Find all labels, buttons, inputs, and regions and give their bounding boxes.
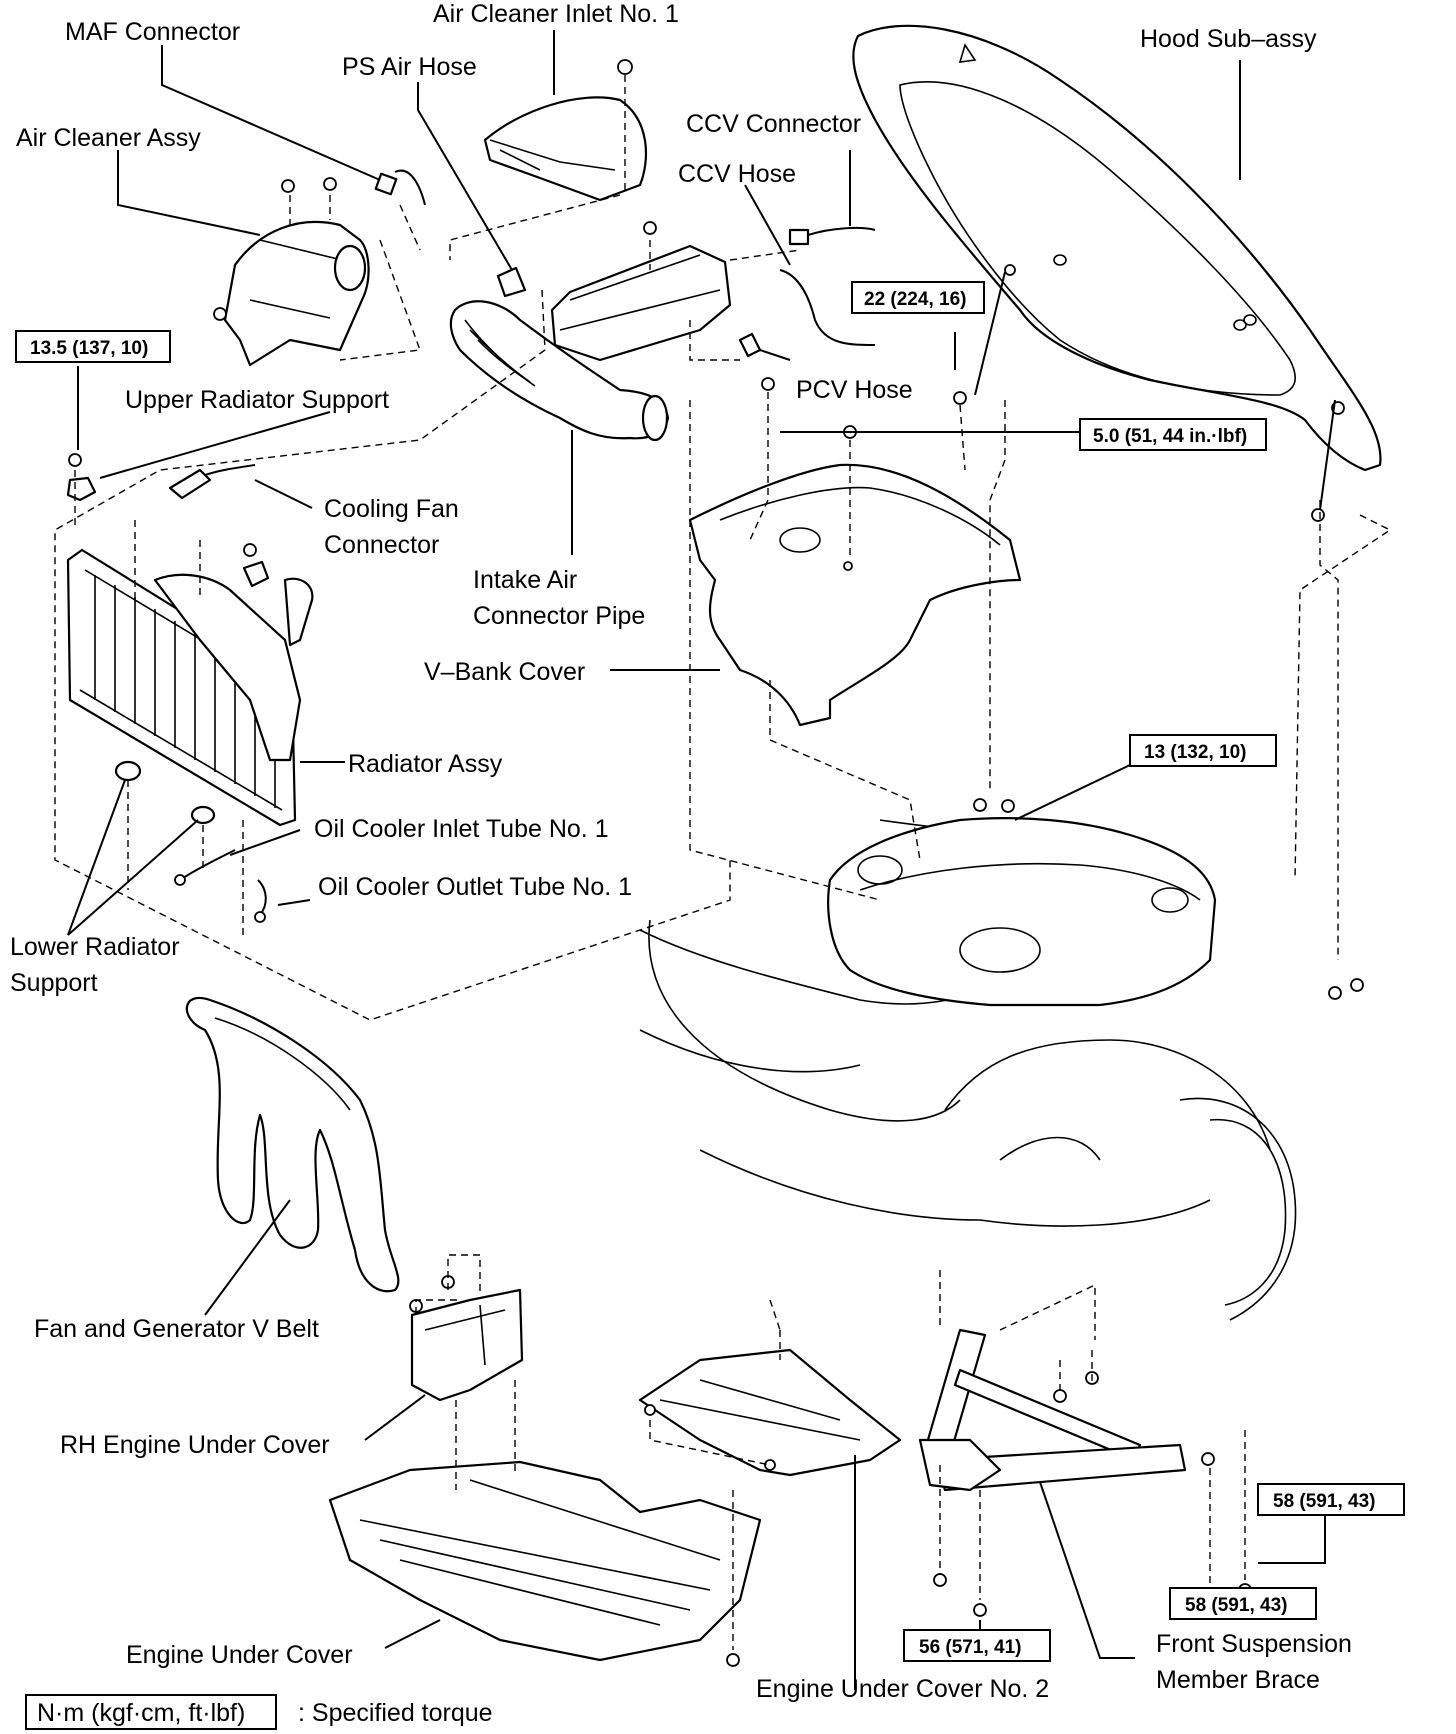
label-oil-cooler-inlet: Oil Cooler Inlet Tube No. 1 xyxy=(314,815,609,843)
maf-connector xyxy=(374,169,426,206)
torque-56: 56 (571, 41) xyxy=(919,1637,1021,1658)
air-cleaner-case xyxy=(550,221,732,362)
label-intake-air-1: Intake Air xyxy=(473,566,577,594)
label-engine-under-cover: Engine Under Cover xyxy=(126,1641,353,1669)
label-v-bank-cover: V–Bank Cover xyxy=(424,658,585,686)
label-rh-engine-under-cover: RH Engine Under Cover xyxy=(60,1431,330,1459)
ccv-hose xyxy=(779,269,876,346)
air-cleaner-inlet xyxy=(483,59,648,202)
engine-under-cover xyxy=(328,1460,762,1667)
torque-58-lower: 58 (591, 43) xyxy=(1185,1595,1287,1616)
label-front-suspension-1: Front Suspension xyxy=(1156,1630,1352,1658)
label-cooling-fan-1: Cooling Fan xyxy=(324,495,459,523)
engine-assembly xyxy=(827,798,1217,1007)
label-lower-radiator-1: Lower Radiator xyxy=(10,933,180,961)
label-cooling-fan-2: Connector xyxy=(324,531,439,559)
pcv-hose xyxy=(738,332,775,391)
torque-legend: N·m (kgf·cm, ft·lbf) : Specified torque xyxy=(25,1694,493,1730)
assembly-dashed-lines xyxy=(54,75,1392,1650)
label-maf-connector: MAF Connector xyxy=(65,18,240,46)
engine-under-cover-no2 xyxy=(638,1348,902,1477)
label-ccv-hose: CCV Hose xyxy=(678,160,796,188)
label-pcv-hose: PCV Hose xyxy=(796,376,913,404)
label-engine-under-cover-2: Engine Under Cover No. 2 xyxy=(756,1675,1049,1703)
label-intake-air-2: Connector Pipe xyxy=(473,602,645,630)
torque-spec-boxes: 13.5 (137, 10) 22 (224, 16) 5.0 (51, 44 … xyxy=(15,281,1405,1662)
radiator-assy xyxy=(66,548,314,827)
torque-58-right: 58 (591, 43) xyxy=(1273,1491,1375,1512)
part-labels: MAF Connector Air Cleaner Inlet No. 1 PS… xyxy=(10,0,1352,1703)
label-air-cleaner-assy: Air Cleaner Assy xyxy=(16,124,201,152)
air-cleaner-assy xyxy=(213,177,370,367)
torque-22: 22 (224, 16) xyxy=(864,289,966,310)
torque-13-5: 13.5 (137, 10) xyxy=(30,338,148,359)
label-lower-radiator-2: Support xyxy=(10,969,98,997)
legend-meaning: : Specified torque xyxy=(298,1699,493,1727)
label-fan-generator-belt: Fan and Generator V Belt xyxy=(34,1315,319,1343)
fan-generator-v-belt xyxy=(185,997,400,1293)
hood-support-rods xyxy=(953,271,1336,522)
v-bank-cover xyxy=(688,425,1022,727)
label-oil-cooler-outlet: Oil Cooler Outlet Tube No. 1 xyxy=(318,873,632,901)
label-upper-radiator-support: Upper Radiator Support xyxy=(125,386,389,414)
label-ccv-connector: CCV Connector xyxy=(686,110,861,138)
cooling-fan-connector xyxy=(168,464,256,500)
label-front-suspension-2: Member Brace xyxy=(1156,1666,1320,1694)
label-ps-air-hose: PS Air Hose xyxy=(342,53,477,81)
label-hood-sub-assy: Hood Sub–assy xyxy=(1140,25,1317,53)
oil-cooler-inlet-tube xyxy=(174,849,236,886)
intake-air-connector-pipe xyxy=(449,300,670,442)
torque-13: 13 (132, 10) xyxy=(1144,742,1246,763)
right-side-bolts xyxy=(1328,978,1364,1000)
label-air-cleaner-inlet: Air Cleaner Inlet No. 1 xyxy=(433,0,679,28)
oil-cooler-outlet-tube xyxy=(254,879,267,923)
torque-5-0: 5.0 (51, 44 in.·lbf) xyxy=(1093,426,1247,447)
lower-radiator-support xyxy=(114,760,216,825)
front-suspension-member-brace xyxy=(918,1328,1252,1617)
ps-air-hose xyxy=(496,266,527,298)
rh-engine-under-cover xyxy=(409,1275,524,1402)
legend-unit: N·m (kgf·cm, ft·lbf) xyxy=(37,1699,245,1727)
label-radiator-assy: Radiator Assy xyxy=(348,750,503,778)
ccv-connector xyxy=(788,226,876,246)
hood-sub-assy xyxy=(852,24,1382,472)
